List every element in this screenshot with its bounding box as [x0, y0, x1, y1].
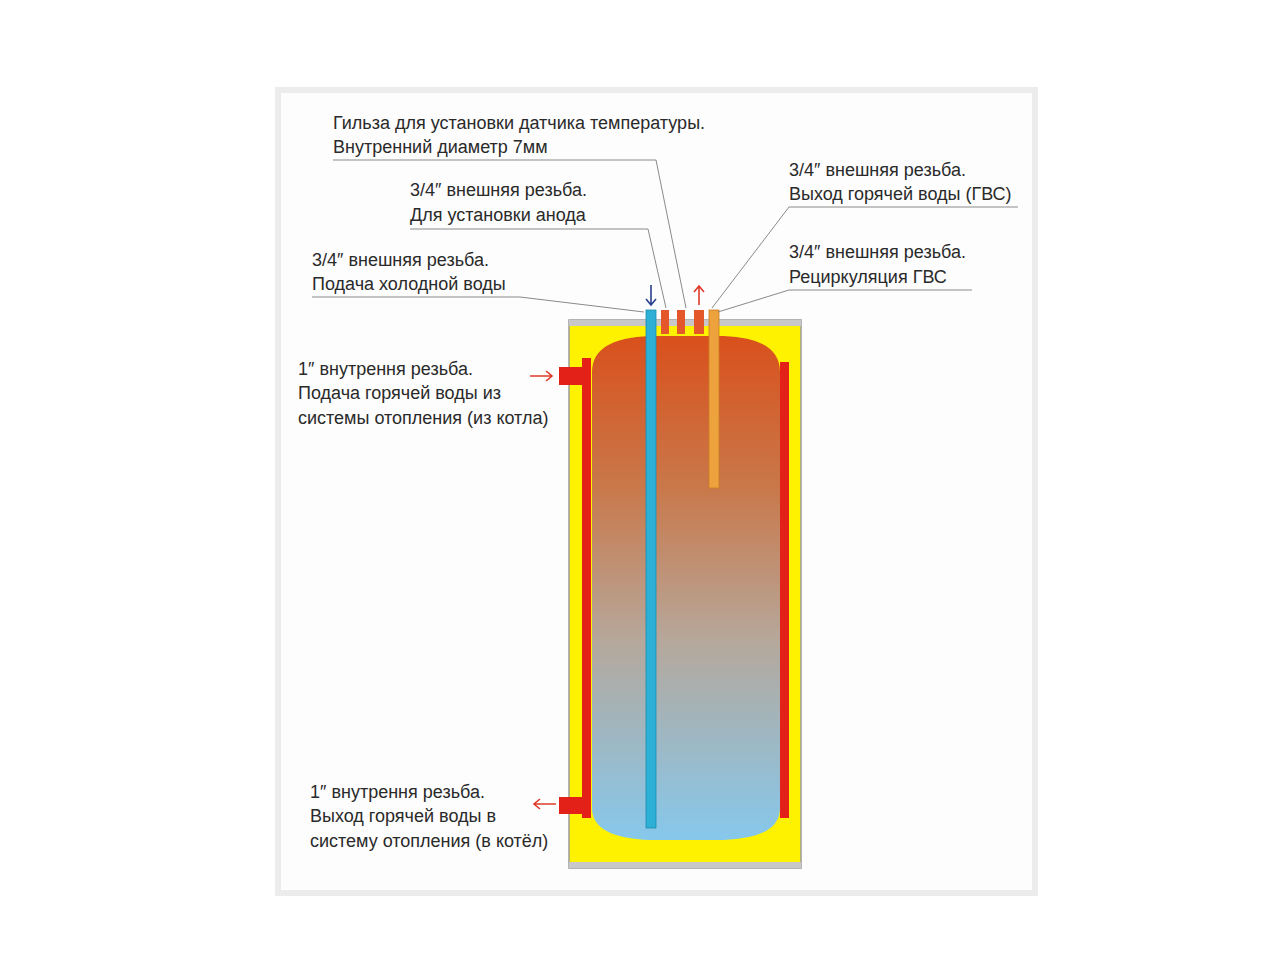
inner-tank	[592, 336, 780, 840]
cold-in-arrow	[646, 285, 656, 305]
outlet-arrow	[534, 799, 556, 809]
bottom-cap	[569, 862, 801, 868]
callout-text: Внутренний диаметр 7мм	[333, 136, 548, 158]
callout-text: Выход горячей воды (ГВС)	[789, 183, 1012, 205]
leader-line	[718, 290, 972, 312]
callout-text: 3/4″ внешняя резьба.	[312, 249, 489, 271]
hot-outlet-stub	[694, 310, 704, 334]
callout-text: 1″ внутрення резьба.	[298, 358, 473, 380]
callout-text: Подача горячей воды из	[298, 382, 501, 404]
frame	[278, 90, 1035, 893]
sensor-stub	[677, 310, 685, 334]
callout-text: 3/4″ внешняя резьба.	[789, 159, 966, 181]
jacket-left	[582, 358, 591, 818]
callout-text: 3/4″ внешняя резьба.	[410, 179, 587, 201]
callout-text: Рециркуляция ГВС	[789, 266, 947, 288]
callout-text: 3/4″ внешняя резьба.	[789, 241, 966, 263]
callout-text: Подача холодной воды	[312, 273, 506, 295]
callout-text: системы отопления (из котла)	[298, 407, 548, 429]
heating-inlet	[559, 367, 587, 385]
insulation-housing	[569, 320, 801, 868]
callout-text: систему отопления (в котёл)	[310, 830, 548, 852]
callout-text: Гильза для установки датчика температуры…	[333, 112, 705, 134]
anode-stub	[661, 310, 669, 334]
inlet-arrow	[530, 371, 552, 381]
leader-line	[712, 207, 1018, 308]
leader-line	[312, 297, 644, 312]
callout-text: Для установки анода	[410, 204, 586, 226]
jacket-right	[780, 362, 789, 818]
cold-water-pipe	[646, 310, 656, 828]
callout-text: 1″ внутрення резьба.	[310, 781, 485, 803]
hot-out-arrow	[694, 286, 704, 305]
recirculation-pipe	[709, 310, 719, 488]
callout-text: Выход горячей воды в	[310, 805, 496, 827]
heating-outlet	[559, 797, 587, 814]
